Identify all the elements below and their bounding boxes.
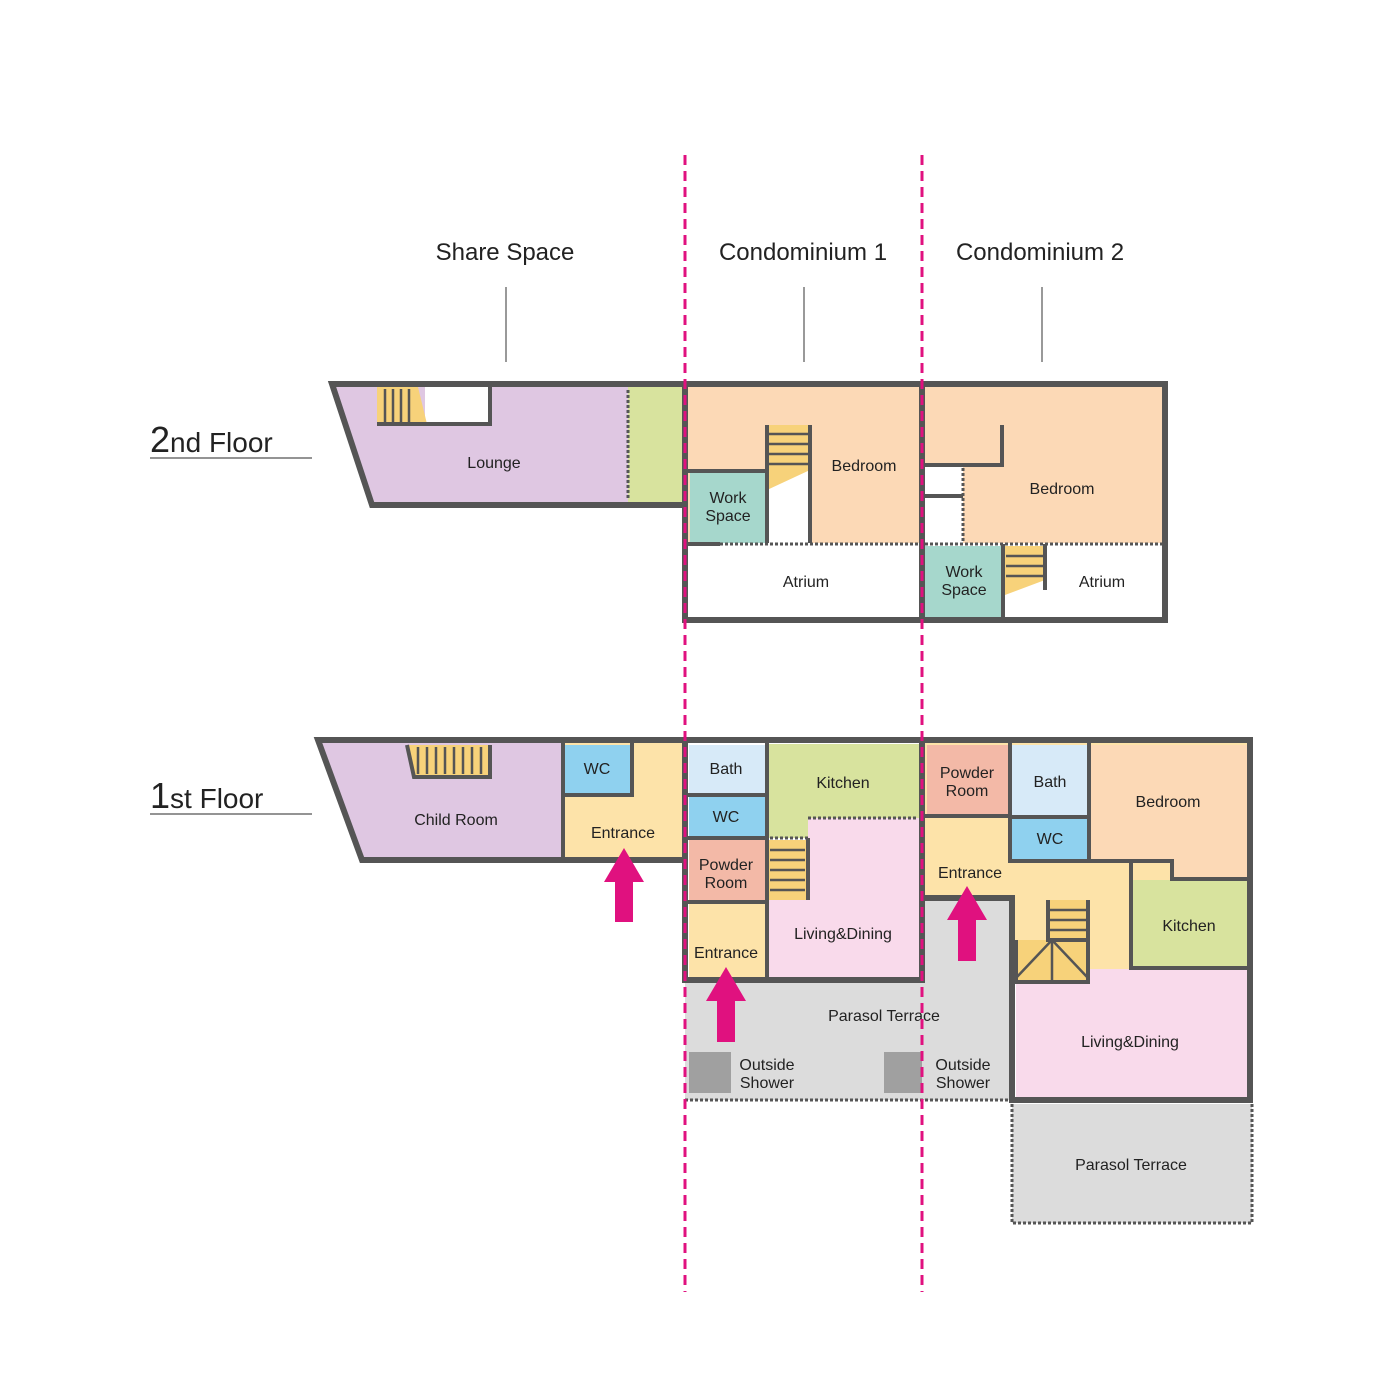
label-child-room: Child Room [414,812,498,829]
room-powder-room [689,840,766,901]
room-powder-room [927,745,1009,814]
second-floor-share-space: Lounge [327,381,688,508]
label-lounge: Lounge [467,455,520,472]
arrow-up-icon [604,848,644,922]
outside-shower-2 [884,1052,922,1093]
heading-share-space: Share Space [436,239,575,266]
label-wc: WC [584,761,611,778]
room-kitchen [1132,880,1247,967]
stairs-icon [407,745,490,776]
stairs-icon [377,387,427,424]
label-atrium: Atrium [1079,574,1125,591]
room-kitchen [769,744,920,838]
label-bedroom: Bedroom [1136,794,1201,811]
label-living-dining: Living&Dining [794,926,892,943]
room-bath [689,745,766,794]
area-parasol-terrace [685,900,1010,1100]
floor-label-2nd: 2nd Floor [150,419,273,460]
room-wc [565,745,630,794]
label-bath: Bath [710,761,743,778]
label-parasol-terrace: Parasol Terrace [1075,1157,1187,1174]
room-work-space [690,472,767,543]
room-balcony [628,387,685,502]
label-kitchen: Kitchen [816,775,869,792]
room-living-dining [1016,969,1247,1098]
heading-condominium-1: Condominium 1 [719,239,887,266]
label-entrance: Entrance [591,825,655,842]
stairs-icon [1005,546,1045,595]
label-atrium: Atrium [783,574,829,591]
first-floor-share-space: Child Room WC Entrance [313,737,688,863]
label-entrance: Entrance [694,945,758,962]
entrance-arrow-icons [604,848,987,1042]
label-entrance: Entrance [938,865,1002,882]
room-entrance [689,904,766,977]
room-bath [1012,745,1088,816]
room-living-dining [769,818,920,977]
label-bedroom: Bedroom [1030,481,1095,498]
label-wc: WC [1037,831,1064,848]
stairs-icon [767,425,810,490]
heading-condominium-2: Condominium 2 [956,239,1124,266]
room-bedroom [1091,745,1247,879]
arrow-up-icon [947,886,987,961]
arrow-up-icon [706,967,746,1042]
room-wc [1012,819,1088,859]
outside-shower-1 [689,1052,731,1093]
area-parasol-terrace-2 [1012,1104,1252,1223]
stairs-icon [769,840,806,900]
label-parasol-terrace: Parasol Terrace [828,1008,940,1025]
room-child-room [321,743,562,857]
label-wc: WC [713,809,740,826]
label-kitchen: Kitchen [1162,918,1215,935]
label-bath: Bath [1034,774,1067,791]
label-bedroom: Bedroom [832,458,897,475]
room-work-space [925,546,1002,617]
floor-label-1st: 1st Floor [150,775,263,816]
label-living-dining: Living&Dining [1081,1034,1179,1051]
room-wc [689,797,766,837]
stairs-icon [1015,900,1089,980]
